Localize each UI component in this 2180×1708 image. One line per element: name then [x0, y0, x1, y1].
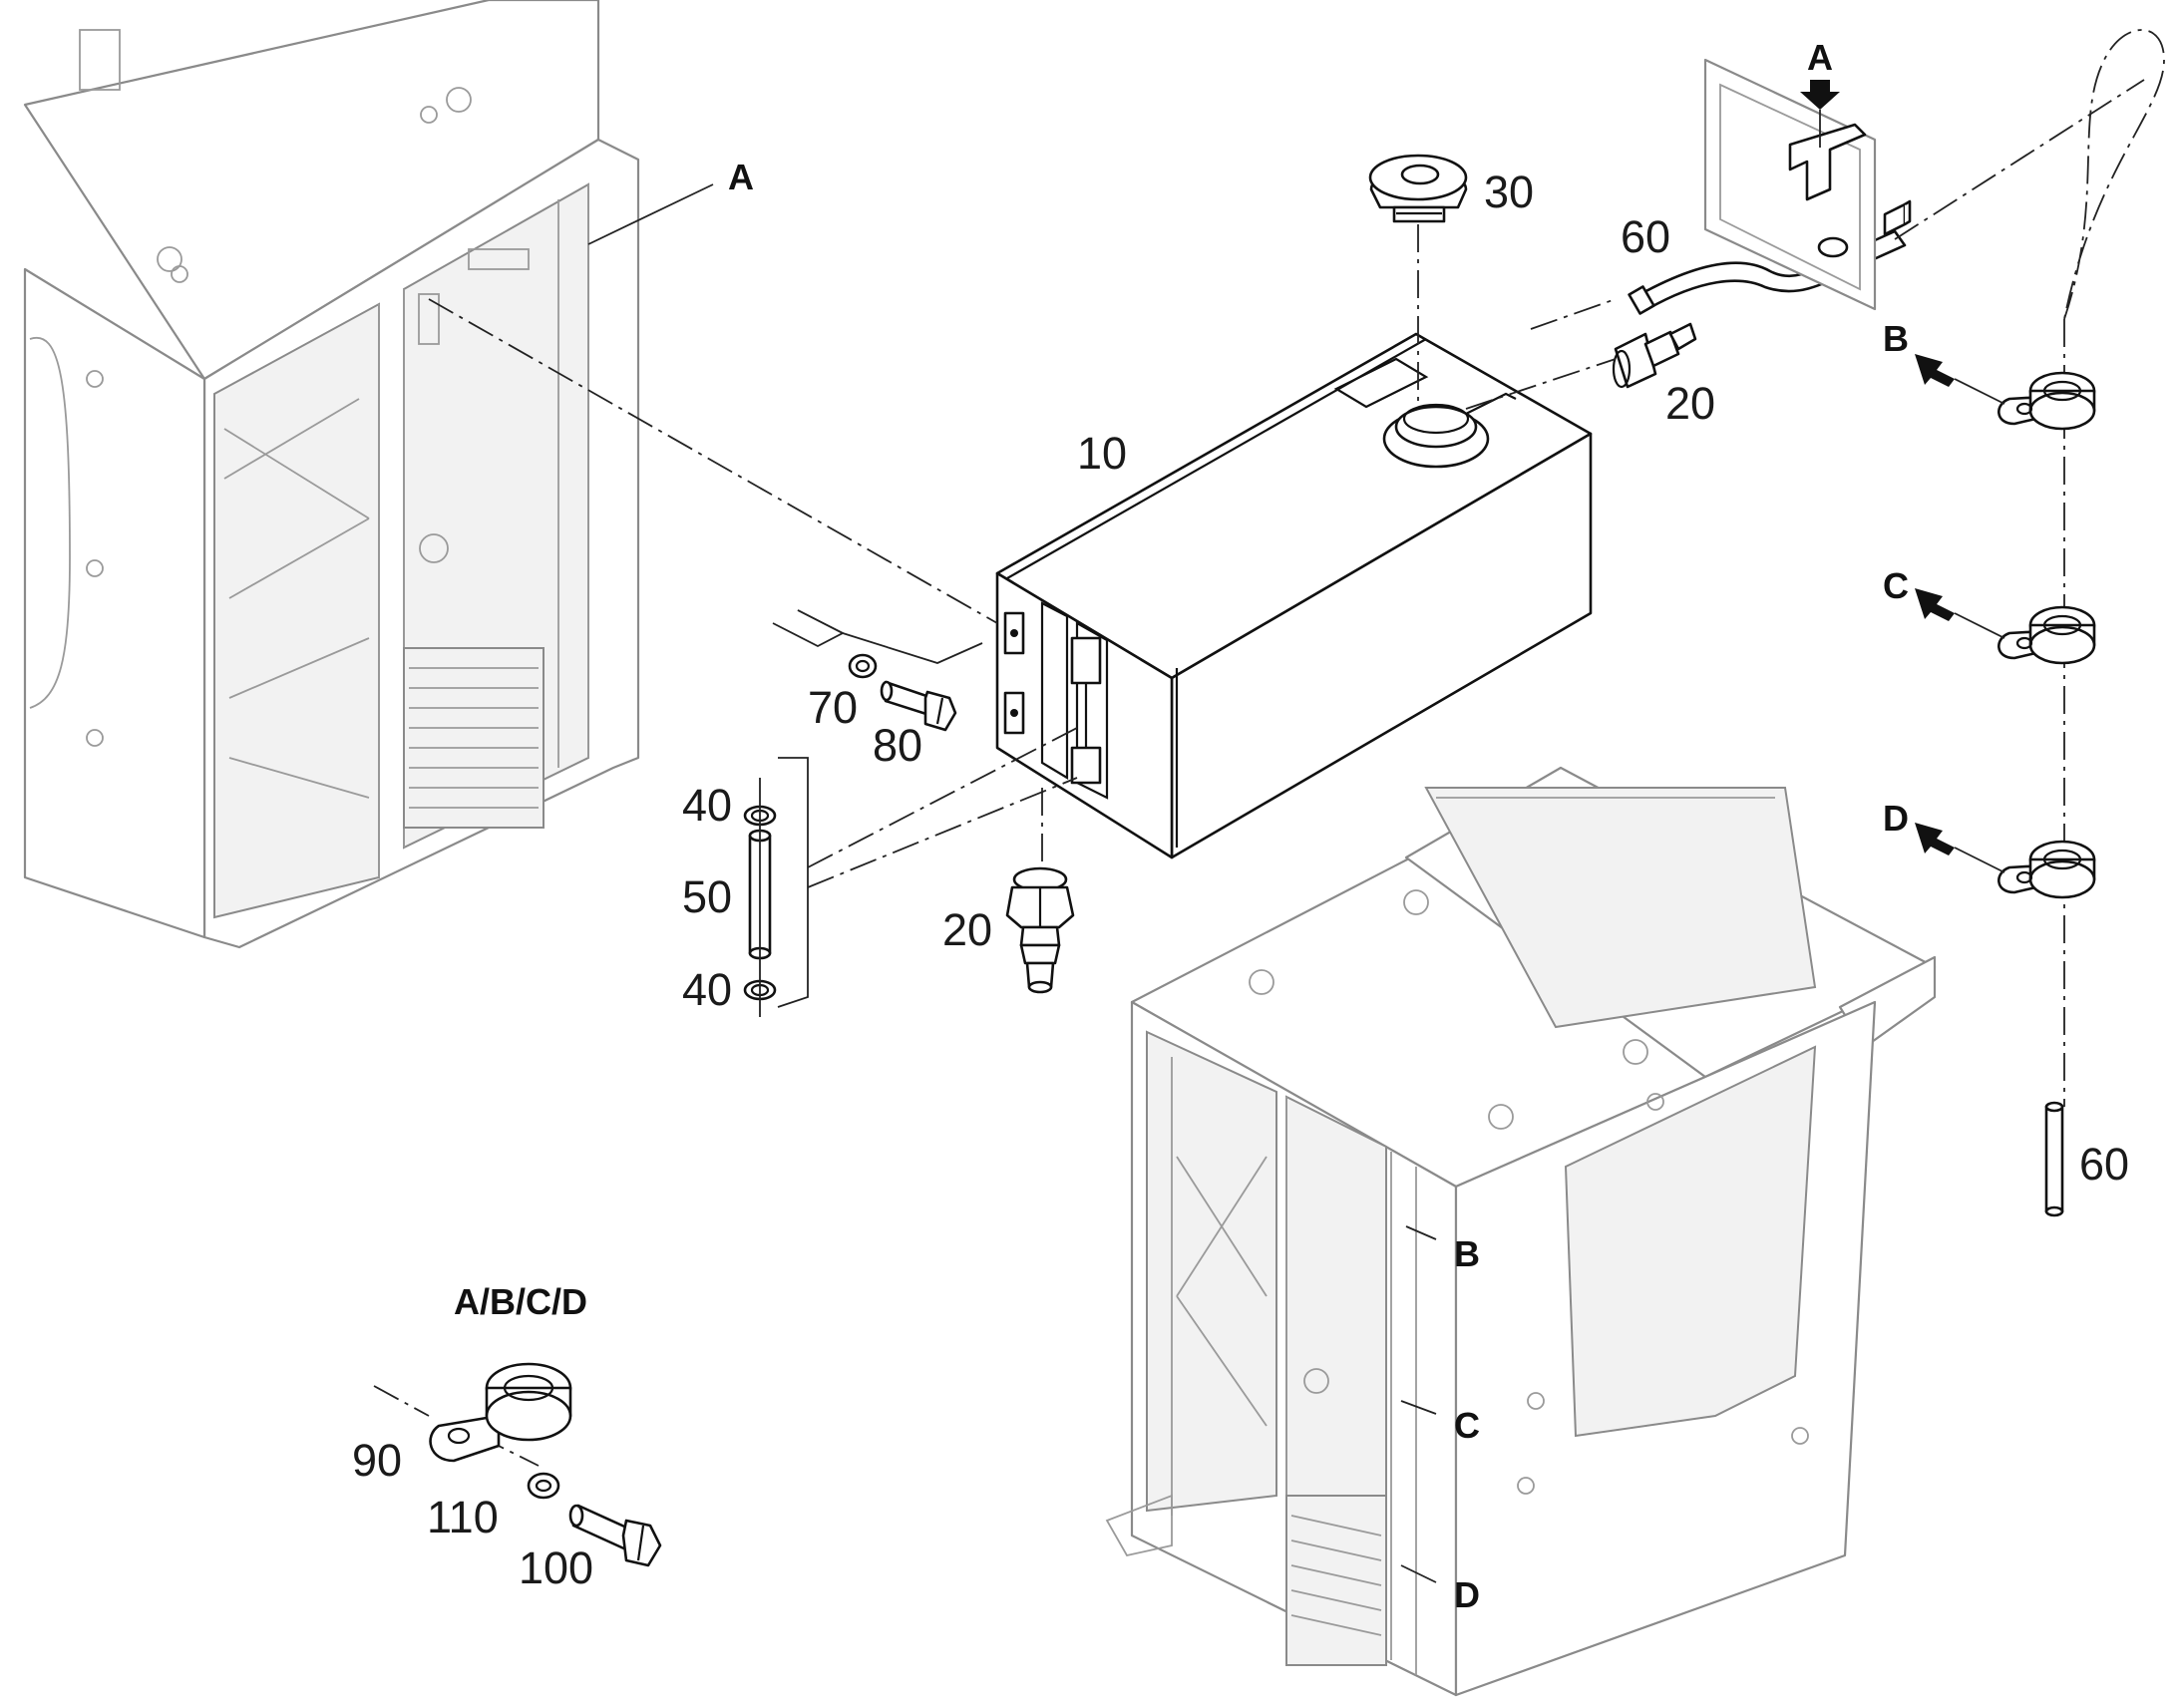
- clamp-c: [1998, 605, 2096, 665]
- tank-body: [995, 332, 1593, 859]
- label-washer: 70: [808, 682, 858, 733]
- arrow-b-icon: [1915, 354, 1955, 387]
- vent-hose-lower: [2044, 1101, 2064, 1217]
- detail-bolt-100: [568, 1504, 662, 1567]
- label-tank: 10: [1077, 428, 1127, 479]
- vent-hose-upper: [1628, 229, 1907, 315]
- label-fitting-top: 20: [1665, 378, 1715, 429]
- letter-clamp-d: D: [1883, 798, 1909, 839]
- label-bolt: 80: [873, 720, 922, 771]
- clamp-d: [1998, 840, 2096, 899]
- letter-cab-right-b: B: [1454, 1233, 1480, 1274]
- detail-title: A/B/C/D: [454, 1281, 587, 1322]
- label-bolt-detail: 100: [519, 1542, 593, 1593]
- detail-clamp-90: [429, 1362, 572, 1463]
- label-clamp-detail: 90: [352, 1435, 402, 1486]
- washer-70: [848, 653, 878, 679]
- label-fitting-bottom: 20: [942, 904, 992, 955]
- letter-bracket-a: A: [1807, 37, 1833, 78]
- clamp-b: [1998, 371, 2096, 431]
- arrow-a-icon: [1800, 80, 1840, 110]
- label-cap: 30: [1484, 167, 1534, 217]
- letter-clamp-b: B: [1883, 318, 1909, 359]
- label-hose-right: 60: [2079, 1139, 2129, 1190]
- letter-cab-right-d: D: [1454, 1574, 1480, 1615]
- label-ring-bottom: 40: [682, 964, 732, 1015]
- hose-fitting-top: [1612, 322, 1697, 389]
- filler-neck: [1382, 392, 1517, 469]
- right-cab-frame: [1105, 766, 1937, 1697]
- label-ring-top: 40: [682, 780, 732, 831]
- letter-cab-left-a: A: [728, 157, 754, 197]
- bolt-80: [880, 680, 957, 732]
- arrow-d-icon: [1915, 823, 1955, 855]
- arrow-c-icon: [1915, 588, 1955, 621]
- label-hose-top: 60: [1621, 211, 1670, 262]
- mounting-bracket: [1703, 58, 1912, 311]
- detail-washer-110: [527, 1472, 560, 1500]
- letter-cab-right-c: C: [1454, 1405, 1480, 1446]
- left-cab-frame: [23, 0, 640, 949]
- hose-fitting-bottom: [1005, 866, 1075, 994]
- filler-cap: [1368, 154, 1468, 223]
- letter-clamp-c: C: [1883, 565, 1909, 606]
- label-washer-detail: 110: [427, 1492, 499, 1542]
- assembly-centerlines: [373, 29, 2165, 1467]
- sight-tube-assembly: [743, 757, 809, 1017]
- label-sight-tube: 50: [682, 871, 732, 922]
